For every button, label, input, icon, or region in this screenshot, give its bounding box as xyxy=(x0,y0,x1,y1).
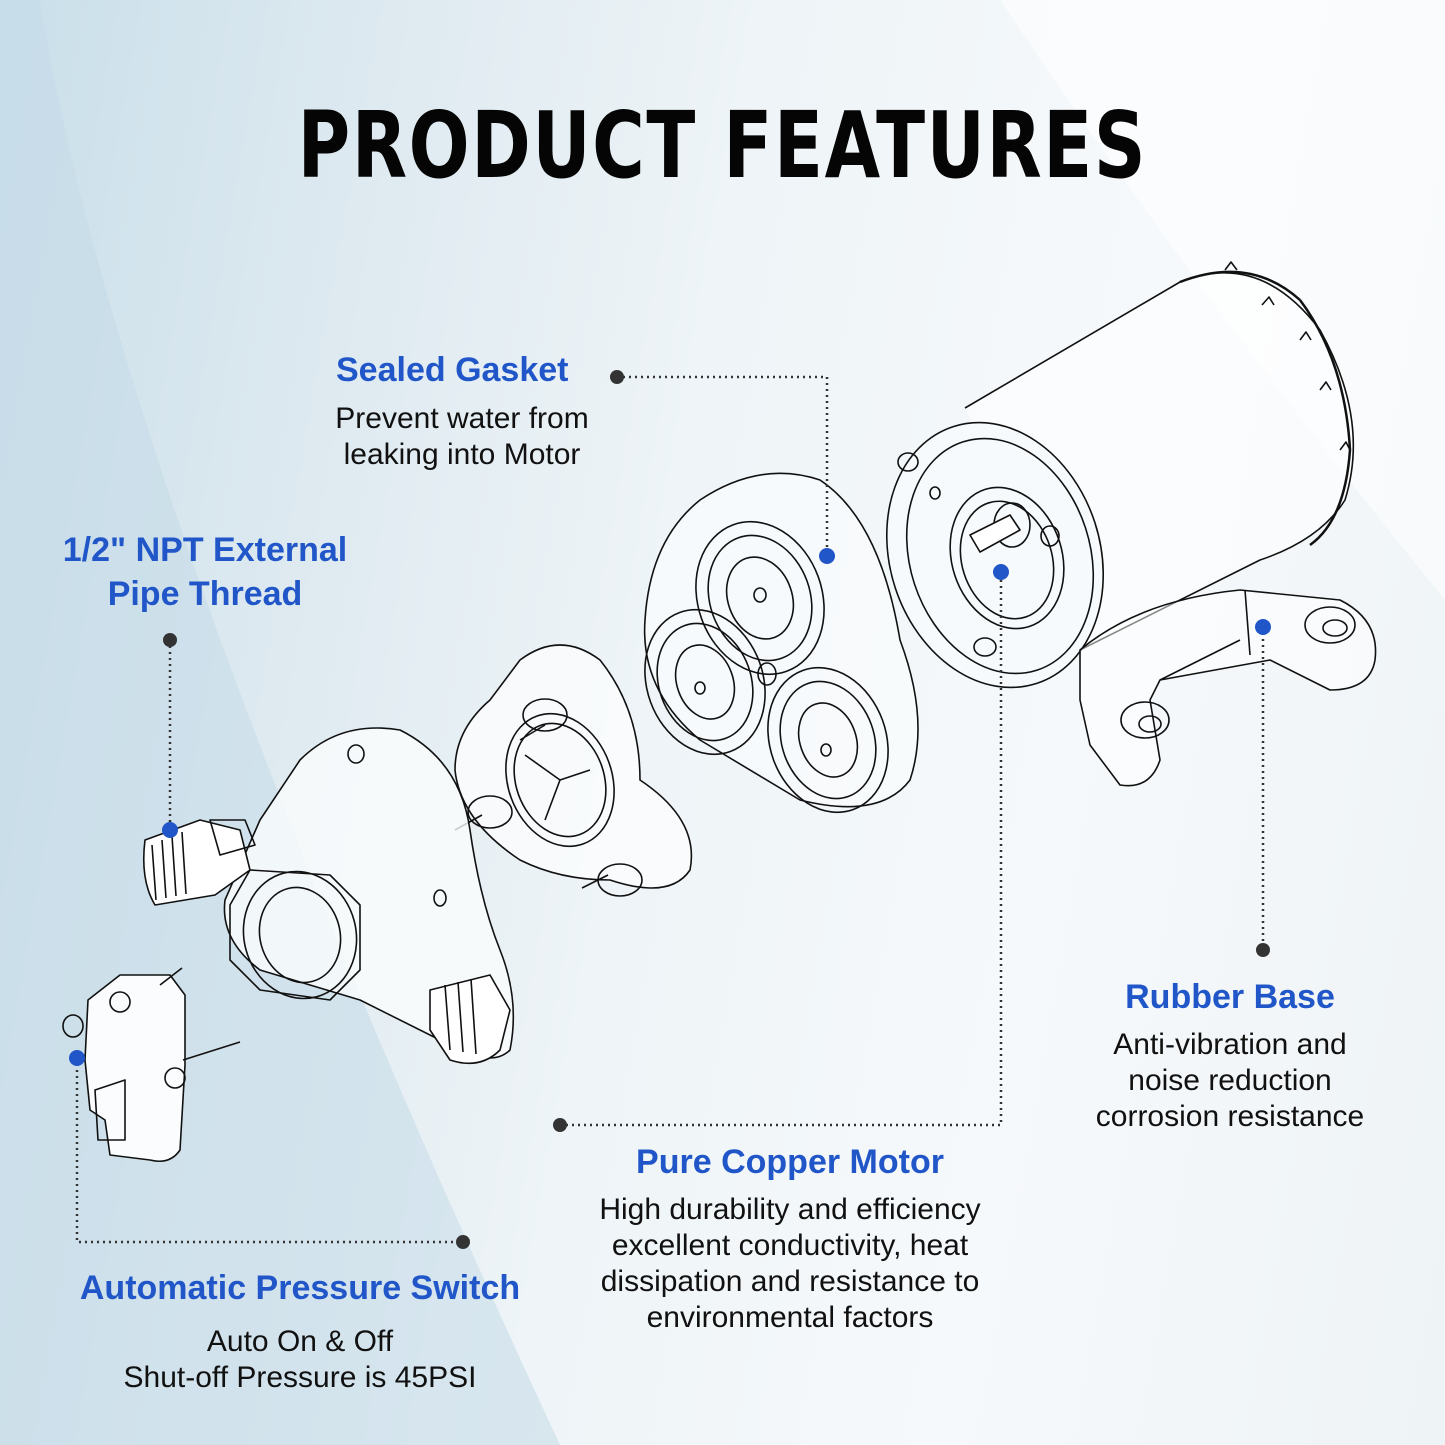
feature-heading: Automatic Pressure Switch xyxy=(79,1269,521,1307)
feature-desc-line: noise reduction xyxy=(1128,1064,1332,1097)
motor-marker-dot xyxy=(993,564,1009,580)
feature-sealed-gasket: Sealed Gasket xyxy=(300,348,630,392)
feature-desc-line: environmental factors xyxy=(646,1301,934,1334)
feature-heading: Sealed Gasket xyxy=(336,351,569,389)
gasket-marker-dot xyxy=(819,548,835,564)
feature-heading-line: Pipe Thread xyxy=(107,575,303,613)
feature-heading: Rubber Base xyxy=(1125,978,1335,1016)
gasket-anchor-dot xyxy=(610,370,624,384)
base-anchor-dot xyxy=(1256,943,1270,957)
switch-marker-dot xyxy=(69,1050,85,1066)
base-marker-dot xyxy=(1255,619,1271,635)
page-title: PRODUCT FEATURES xyxy=(297,92,1148,199)
feature-desc-line: corrosion resistance xyxy=(1095,1100,1365,1133)
feature-heading: Pure Copper Motor xyxy=(636,1143,944,1181)
feature-desc-line: High durability and efficiency xyxy=(599,1193,981,1226)
feature-desc-line: Auto On & Off xyxy=(206,1325,394,1358)
motor-illustration xyxy=(885,261,1355,689)
feature-rubber-base: Rubber Base Anti-vibration and noise red… xyxy=(1060,975,1400,1135)
feature-copper-motor: Pure Copper Motor High durability and ef… xyxy=(560,1140,1020,1336)
rubber-base-illustration xyxy=(1079,589,1377,787)
pump-head-illustration xyxy=(142,727,515,1065)
feature-desc-line: Anti-vibration and xyxy=(1113,1028,1347,1061)
feature-pressure-switch: Automatic Pressure Switch Auto On & Off … xyxy=(50,1266,550,1396)
feature-npt-thread: 1/2" NPT External Pipe Thread xyxy=(30,528,380,616)
motor-leader-line xyxy=(560,572,1003,1127)
feature-desc-line: Shut-off Pressure is 45PSI xyxy=(123,1361,477,1394)
feature-desc-line: dissipation and resistance to xyxy=(600,1265,980,1298)
gasket-leader-line xyxy=(617,375,829,556)
feature-desc-line: Prevent water from xyxy=(335,402,589,435)
thread-marker-dot xyxy=(162,822,178,838)
feature-desc-line: excellent conductivity, heat xyxy=(611,1229,969,1262)
switch-leader-line xyxy=(75,1058,463,1244)
thread-anchor-dot xyxy=(163,633,177,647)
motor-anchor-dot xyxy=(553,1118,567,1132)
feature-sealed-gasket-desc: Prevent water from leaking into Motor xyxy=(292,401,632,473)
feature-heading-line: 1/2" NPT External xyxy=(62,531,348,569)
pressure-switch-illustration xyxy=(62,967,241,1163)
switch-anchor-dot xyxy=(456,1235,470,1249)
diaphragm-housing-illustration xyxy=(643,472,919,814)
feature-desc-line: leaking into Motor xyxy=(343,438,581,471)
